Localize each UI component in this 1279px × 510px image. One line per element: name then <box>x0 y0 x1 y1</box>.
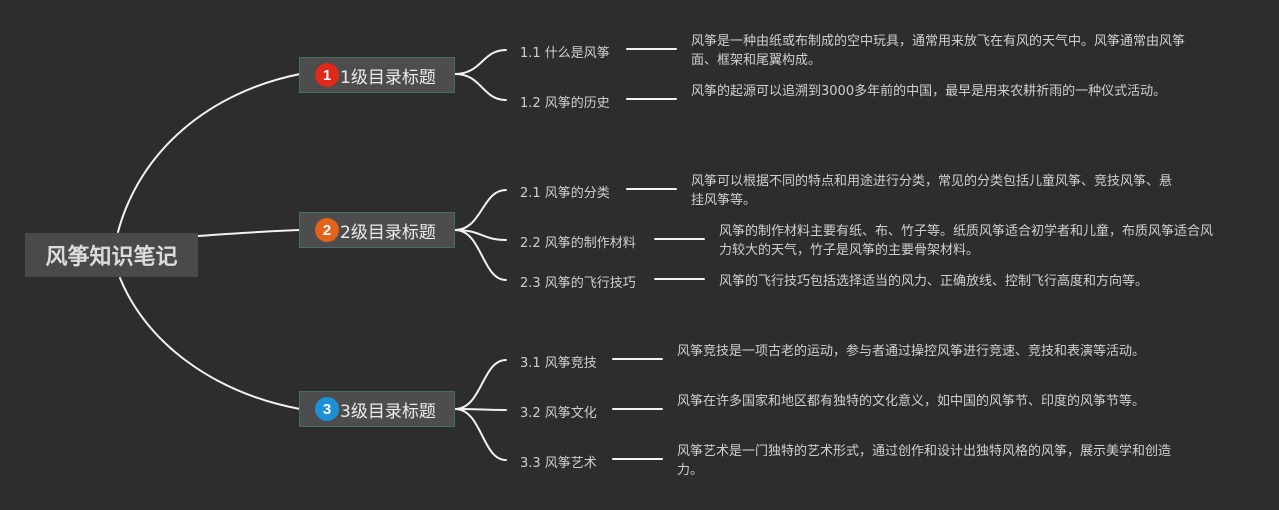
note-1-1: 风筝是一种由纸或布制成的空中玩具，通常用来放飞在有风的天气中。风筝通常由风筝面、… <box>691 34 1186 68</box>
subtopic-1-1[interactable]: 1.1 什么是风筝 <box>520 46 610 61</box>
branch-label-2: 2级目录标题 <box>340 222 436 243</box>
branch-topic-1[interactable]: 1 1级目录标题 <box>299 57 455 93</box>
root-topic[interactable]: 风筝知识笔记 <box>25 233 198 277</box>
note-2-2: 风筝的制作材料主要有纸、布、竹子等。纸质风筝适合初学者和儿童，布质风筝适合风力较… <box>719 224 1214 258</box>
number-badge-1: 1 <box>315 63 339 87</box>
subtopic-2-2[interactable]: 2.2 风筝的制作材料 <box>520 236 636 251</box>
branch-label-1: 1级目录标题 <box>340 67 436 88</box>
subtopic-2-1[interactable]: 2.1 风筝的分类 <box>520 186 610 201</box>
note-3-3: 风筝艺术是一门独特的艺术形式，通过创作和设计出独特风格的风筝，展示美学和创造力。 <box>677 444 1172 478</box>
root-title: 风筝知识笔记 <box>45 245 178 270</box>
note-3-1: 风筝竞技是一项古老的运动，参与者通过操控风筝进行竞速、竞技和表演等活动。 <box>677 344 1146 359</box>
subtopic-2-3[interactable]: 2.3 风筝的飞行技巧 <box>520 276 636 291</box>
branch-label-3: 3级目录标题 <box>340 401 436 422</box>
note-2-1: 风筝可以根据不同的特点和用途进行分类，常见的分类包括儿童风筝、竞技风筝、悬挂风筝… <box>691 174 1173 208</box>
note-2-3: 风筝的飞行技巧包括选择适当的风力、正确放线、控制飞行高度和方向等。 <box>719 274 1149 289</box>
number-badge-2: 2 <box>315 218 339 242</box>
subtopic-3-3[interactable]: 3.3 风筝艺术 <box>520 456 597 471</box>
note-1-2: 风筝的起源可以追溯到3000多年前的中国，最早是用来农耕祈雨的一种仪式活动。 <box>691 84 1167 99</box>
branch-topic-2[interactable]: 2 2级目录标题 <box>299 212 455 248</box>
subtopic-3-2[interactable]: 3.2 风筝文化 <box>520 406 597 421</box>
number-badge-3: 3 <box>315 397 339 421</box>
subtopic-3-1[interactable]: 3.1 风筝竞技 <box>520 356 597 371</box>
branch-topic-3[interactable]: 3 3级目录标题 <box>299 391 455 427</box>
note-3-2: 风筝在许多国家和地区都有独特的文化意义，如中国的风筝节、印度的风筝节等。 <box>677 394 1146 409</box>
subtopic-1-2[interactable]: 1.2 风筝的历史 <box>520 96 610 111</box>
